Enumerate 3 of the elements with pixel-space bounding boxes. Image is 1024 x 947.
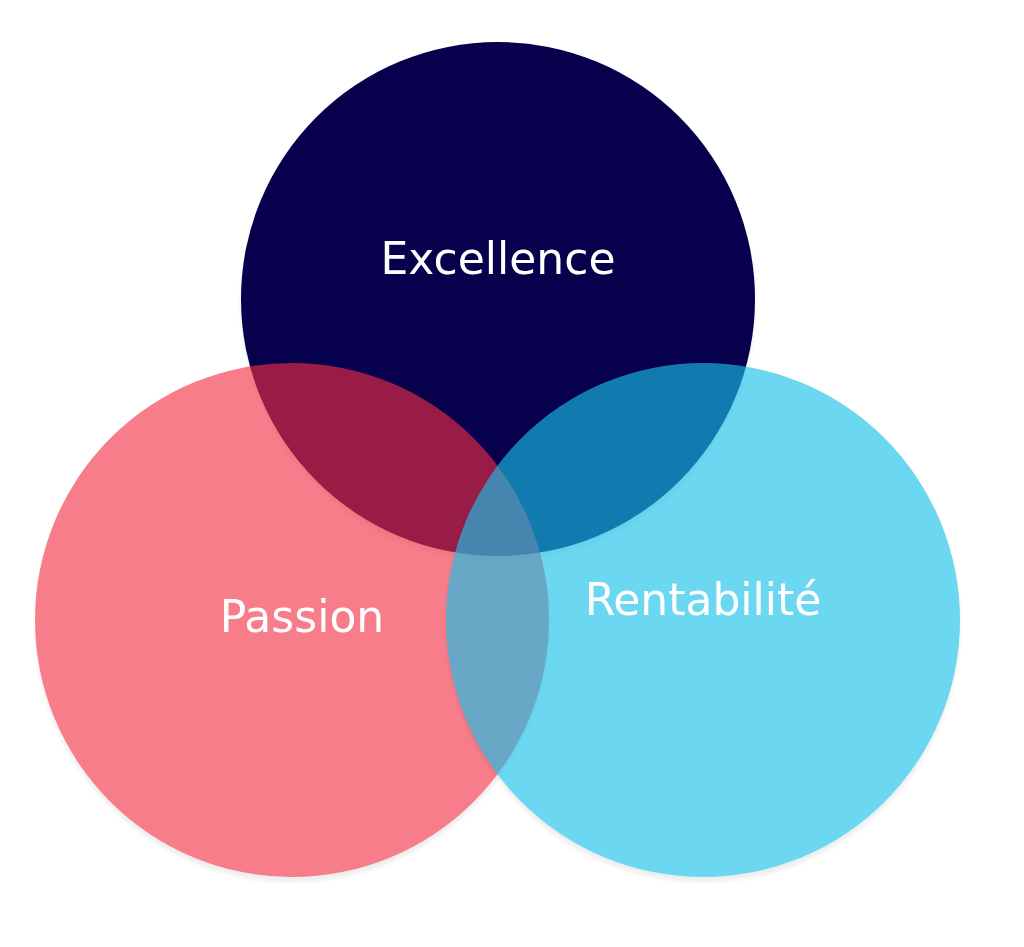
set-label: Rentabilité [584, 574, 822, 626]
set-label: Passion [219, 591, 385, 643]
set-label: Excellence [380, 233, 616, 285]
